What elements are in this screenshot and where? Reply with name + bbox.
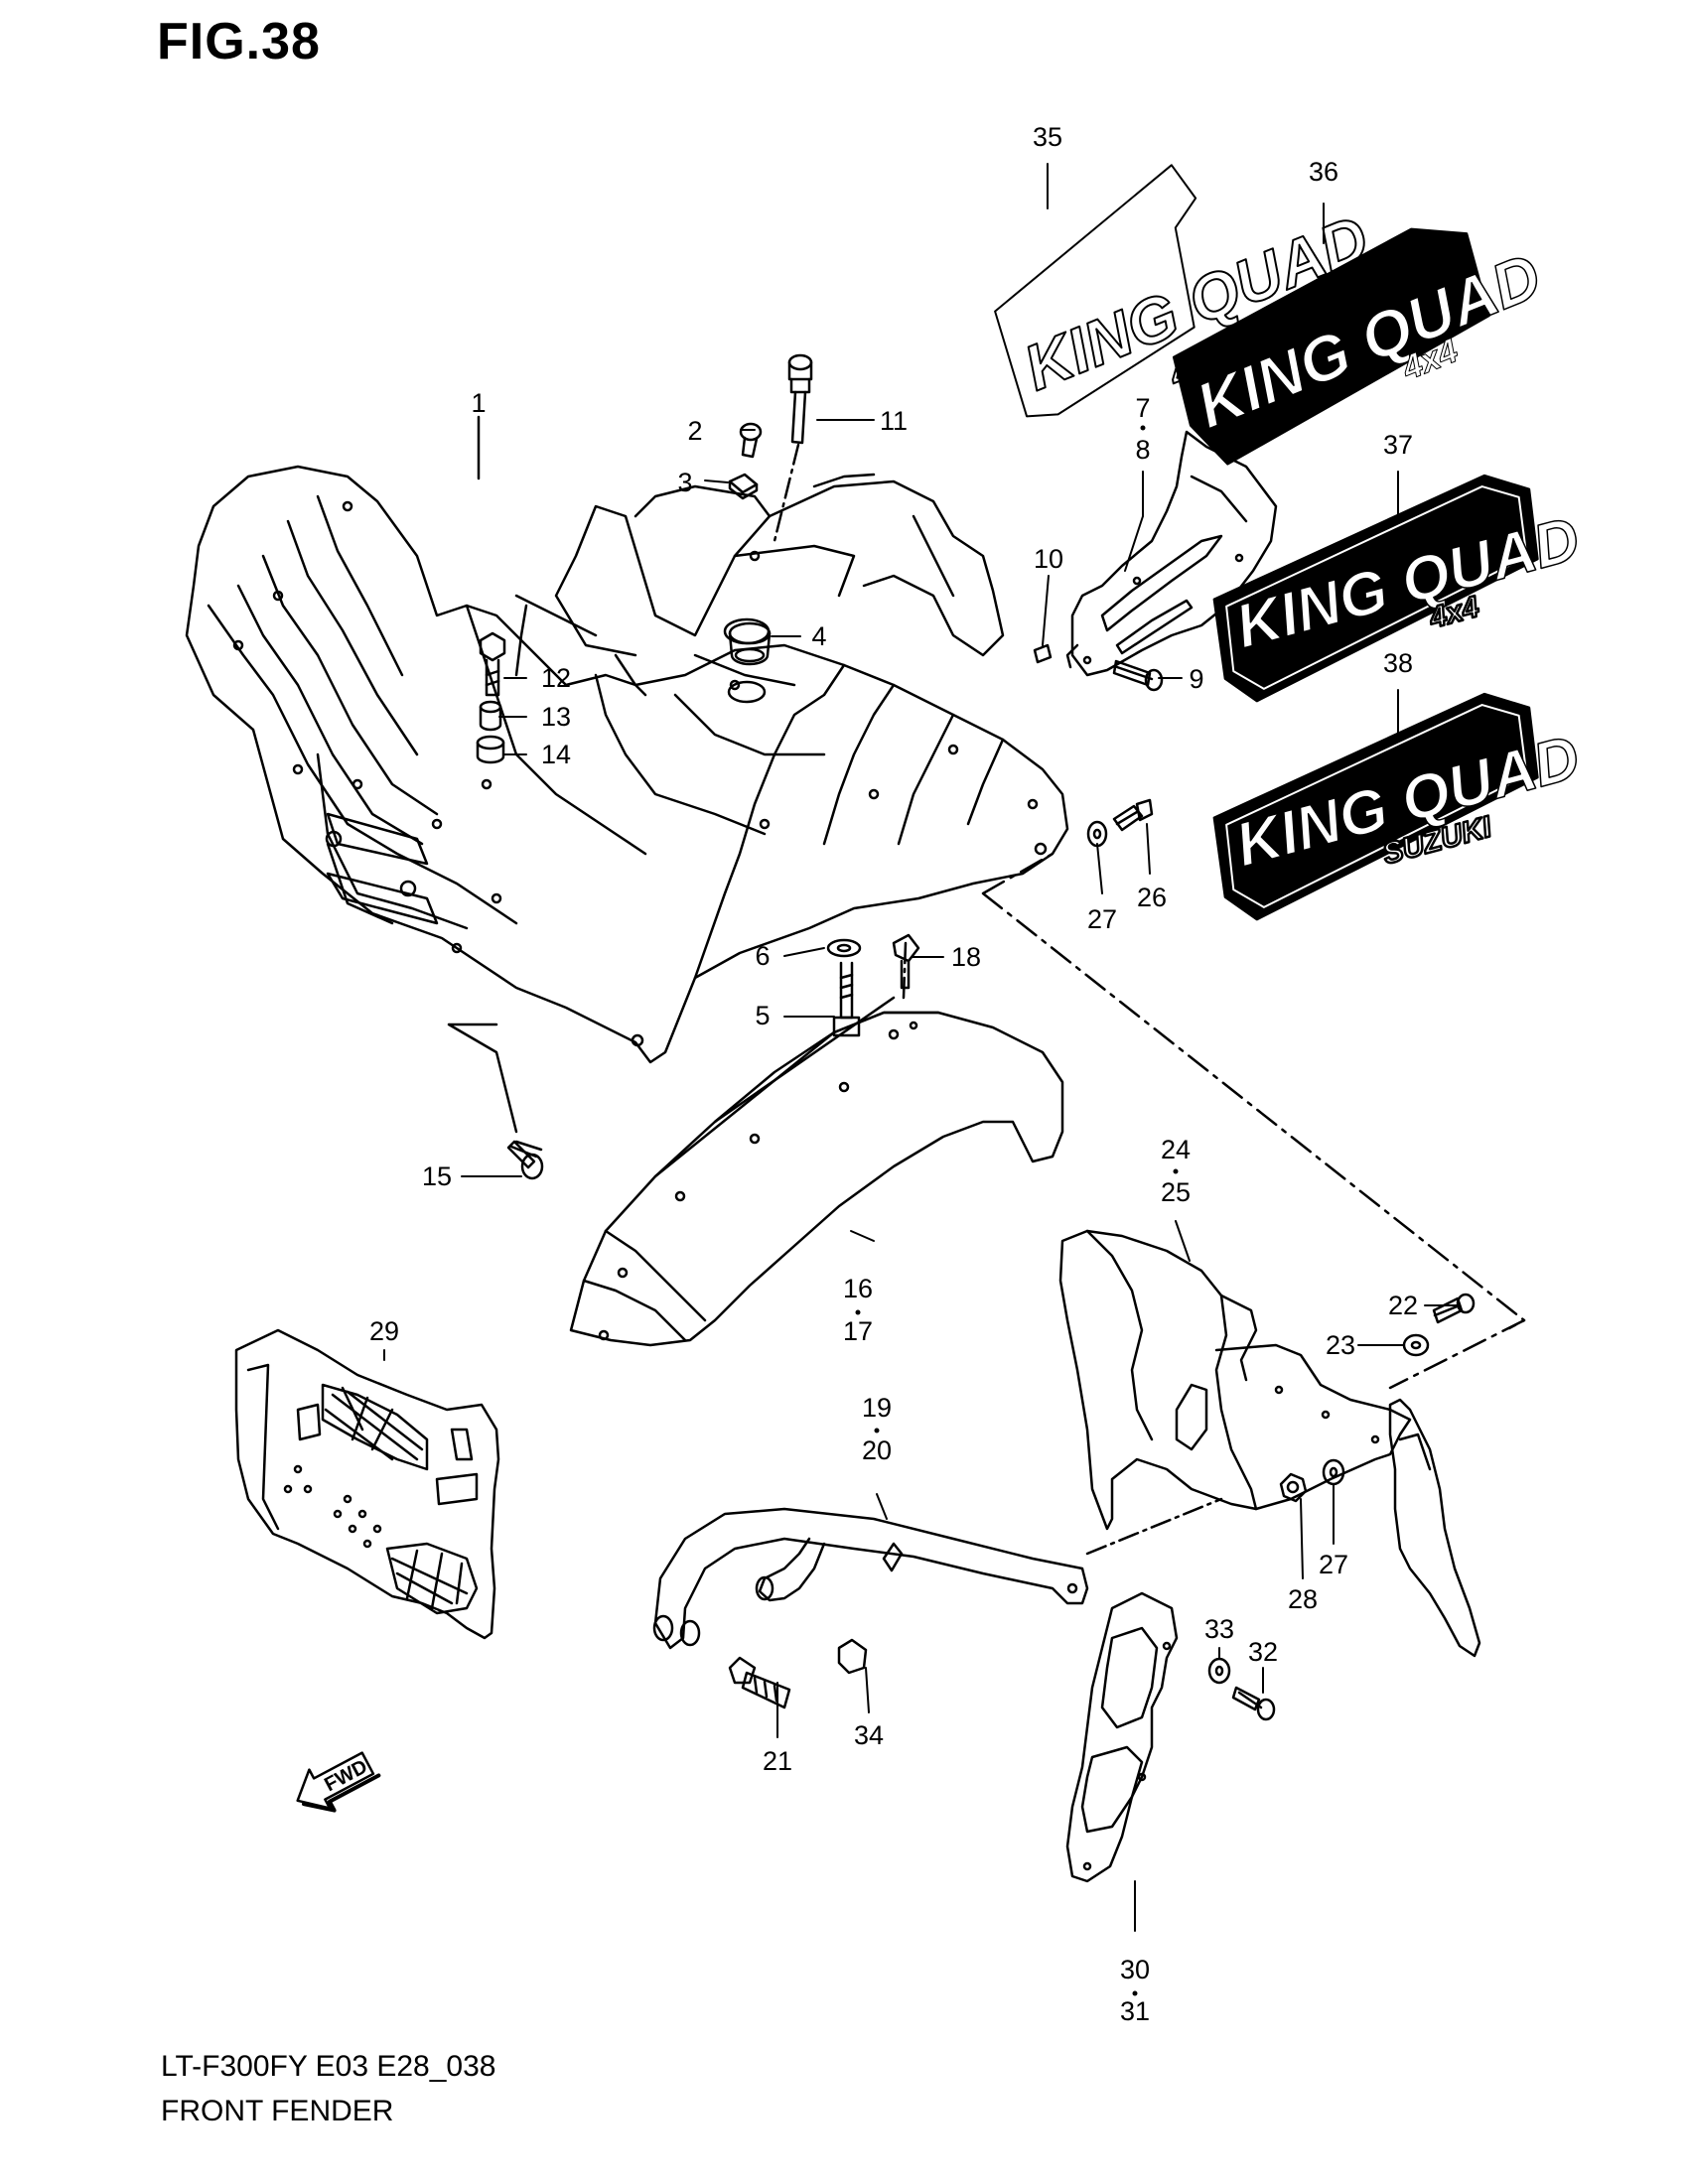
section-name: FRONT FENDER [161,2095,394,2127]
callout-5: 5 [755,1001,770,1030]
screw-2 [739,422,763,459]
dashdot-11 [773,443,800,543]
bolt-12 [479,631,506,697]
front-fender-body [185,465,1069,1064]
leader-lines [383,163,1459,1932]
bolt-5 [832,961,861,1037]
callout-2: 2 [687,416,702,446]
dashdot-1-22-b [1388,1318,1526,1390]
fender-brace-19-20 [652,1507,1089,1650]
callout-12: 12 [541,663,571,693]
callout-20: 20 [862,1435,892,1465]
callout-26: 26 [1137,883,1167,912]
cushion-14 [476,735,505,764]
front-guard-30-31 [1065,1591,1179,1883]
fwd-arrow: FWD [296,1751,381,1813]
decal-38: KING QUAD SUZUKI [1212,692,1588,921]
pair-dots [855,425,1179,1996]
bolt-11 [787,353,813,445]
callout-36: 36 [1309,157,1338,187]
washer-23 [1402,1333,1430,1357]
washer-27 [1086,820,1108,848]
callout-11: 11 [880,406,908,436]
callout-25: 25 [1161,1177,1191,1207]
dashdot-1-16 [902,941,908,1000]
callout-32: 32 [1248,1637,1278,1667]
screw-32 [1231,1686,1276,1721]
callout-34: 34 [854,1720,884,1750]
leader-15 [447,1023,518,1134]
mud-flap-24-25 [1058,1229,1412,1531]
callout-16: 16 [843,1274,873,1303]
callout-38: 38 [1383,648,1413,678]
callout-7: 7 [1135,393,1150,423]
callout-8: 8 [1135,435,1150,465]
bolt-15 [506,1140,544,1180]
callout-17: 17 [843,1316,873,1346]
callout-23: 23 [1326,1330,1355,1360]
callout-3: 3 [677,468,692,497]
nut-28 [1279,1472,1308,1503]
clip-10 [1033,643,1053,664]
callout-14: 14 [541,740,571,769]
grommet-4 [728,621,772,666]
callout-29: 29 [369,1316,399,1346]
callout-27-upper: 27 [1087,904,1117,934]
callout-1: 1 [471,388,486,418]
callout-24: 24 [1161,1135,1191,1164]
dashdot-27-20 [1085,1497,1223,1556]
bolt-22 [1432,1293,1476,1324]
callout-28: 28 [1288,1584,1318,1614]
side-guard-29 [234,1328,500,1640]
callout-9: 9 [1189,664,1203,694]
collar-13 [479,700,502,732]
washer-33 [1207,1657,1231,1685]
callout-31: 31 [1120,1996,1150,2026]
callout-37: 37 [1383,430,1413,460]
mudguard-16-17 [569,996,1064,1347]
washer-27b [1322,1458,1345,1486]
callout-22: 22 [1388,1291,1418,1320]
figure-title: FIG.38 [157,13,321,70]
bolt-26 [1112,798,1154,832]
callout-6: 6 [755,941,770,971]
callout-33: 33 [1204,1614,1234,1644]
callout-30: 30 [1120,1955,1150,1984]
model-code: LT-F300FY E03 E28_038 [161,2050,496,2083]
washer-6 [826,938,862,958]
callout-21: 21 [763,1746,792,1776]
fender-stay [1388,1398,1481,1658]
bush-34 [837,1638,868,1675]
callout-13: 13 [541,702,571,732]
screw-9 [1112,659,1164,692]
callout-10: 10 [1034,544,1063,574]
bolt-21 [728,1656,791,1709]
callout-4: 4 [811,621,826,651]
callout-35: 35 [1033,122,1062,152]
bracket-7-8 [1065,430,1278,677]
callout-19: 19 [862,1393,892,1423]
dashdot-1-22 [981,852,1526,1330]
callout-15: 15 [422,1161,452,1191]
callout-numbers: 1 2 3 4 5 6 7 8 9 10 11 12 13 14 15 16 1… [369,122,1418,2026]
callout-27-lower: 27 [1319,1550,1348,1579]
callout-18: 18 [951,942,981,972]
nut-3 [728,473,759,500]
